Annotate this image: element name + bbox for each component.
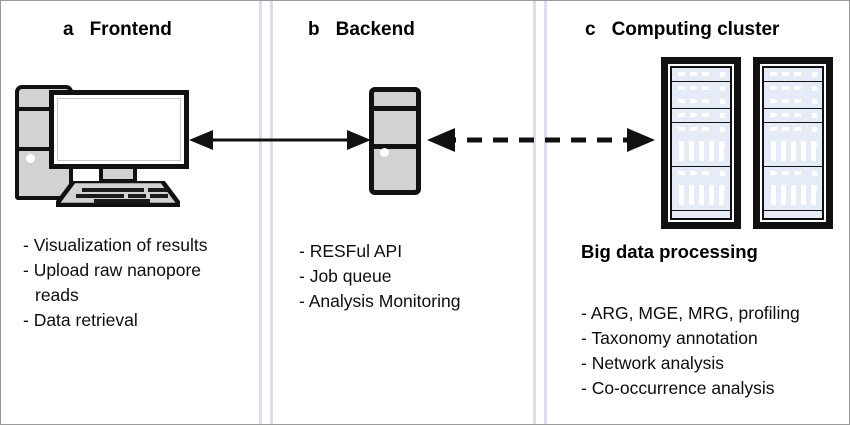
tower-band — [15, 147, 73, 151]
panel-separator-left-outer — [259, 1, 262, 424]
list-item: - ARG, MGE, MRG, profiling — [581, 303, 800, 323]
rack-disk-bay — [764, 180, 822, 211]
rack-blade — [764, 95, 822, 109]
rack-blade — [672, 68, 730, 81]
rack-disk-bay — [672, 180, 730, 211]
keyboard-icon — [56, 181, 180, 207]
list-item: - Data retrieval — [23, 310, 138, 330]
monitor-display — [57, 98, 181, 161]
panel-c-letter: c — [585, 19, 596, 40]
panel-separator-left-inner — [270, 1, 273, 424]
list-item: - Visualization of results — [23, 235, 208, 255]
rack-frame — [760, 64, 826, 222]
power-button-dot — [26, 154, 35, 163]
server-band — [369, 144, 421, 149]
list-item: - Analysis Monitoring — [299, 291, 461, 311]
panel-c-heading: c Computing cluster — [585, 19, 779, 41]
panel-a-letter: a — [63, 19, 74, 40]
list-item: - Job queue — [299, 266, 392, 286]
rack-blade — [764, 108, 822, 122]
list-item: - Taxonomy annotation — [581, 328, 758, 348]
rack-base-bar — [672, 211, 730, 218]
panel-a-heading: a Frontend — [63, 19, 172, 41]
rack-disk-bay — [672, 136, 730, 167]
list-item: - Upload raw nanopore — [23, 260, 202, 280]
frontend-backend-arrow — [189, 130, 371, 150]
panel-separator-right-outer — [533, 1, 536, 424]
list-item: - RESFul API — [299, 241, 403, 261]
rack-blade — [672, 108, 730, 122]
rack-blade — [672, 122, 730, 136]
panel-c-feature-list: - ARG, MGE, MRG, profiling - Taxonomy an… — [581, 301, 800, 401]
rack-blade — [672, 166, 730, 180]
list-item-continuation: reads — [35, 285, 79, 305]
panel-b-title: Backend — [335, 19, 415, 40]
rack-blade — [764, 122, 822, 136]
panel-c-subheading: Big data processing — [581, 241, 758, 262]
rack-disk-bay — [764, 136, 822, 167]
list-item: - Network analysis — [581, 353, 724, 373]
panel-separator-right-inner — [544, 1, 547, 424]
rack-blade — [764, 166, 822, 180]
panel-b-feature-list: - RESFul API - Job queue - Analysis Moni… — [299, 239, 460, 314]
list-item: - Co-occurrence analysis — [581, 378, 775, 398]
panel-a-title: Frontend — [89, 19, 172, 40]
tower-band — [15, 107, 73, 111]
backend-server-icon — [369, 87, 421, 195]
rack-blade — [672, 95, 730, 109]
rack-blade — [764, 81, 822, 95]
rack-base-bar — [764, 211, 822, 218]
rack-frame — [668, 64, 734, 222]
panel-b-heading: b Backend — [308, 19, 415, 41]
server-rack-right-icon — [753, 57, 833, 229]
monitor-screen-icon — [49, 90, 189, 169]
panel-a-feature-list: - Visualization of results - Upload raw … — [23, 233, 208, 333]
power-button-dot — [380, 148, 389, 157]
server-rack-left-icon — [661, 57, 741, 229]
rack-blade — [672, 81, 730, 95]
panel-b-letter: b — [308, 19, 320, 40]
server-band — [369, 106, 421, 111]
backend-cluster-arrow — [427, 128, 655, 152]
panel-c-title: Computing cluster — [611, 19, 780, 40]
rack-blade — [764, 68, 822, 81]
